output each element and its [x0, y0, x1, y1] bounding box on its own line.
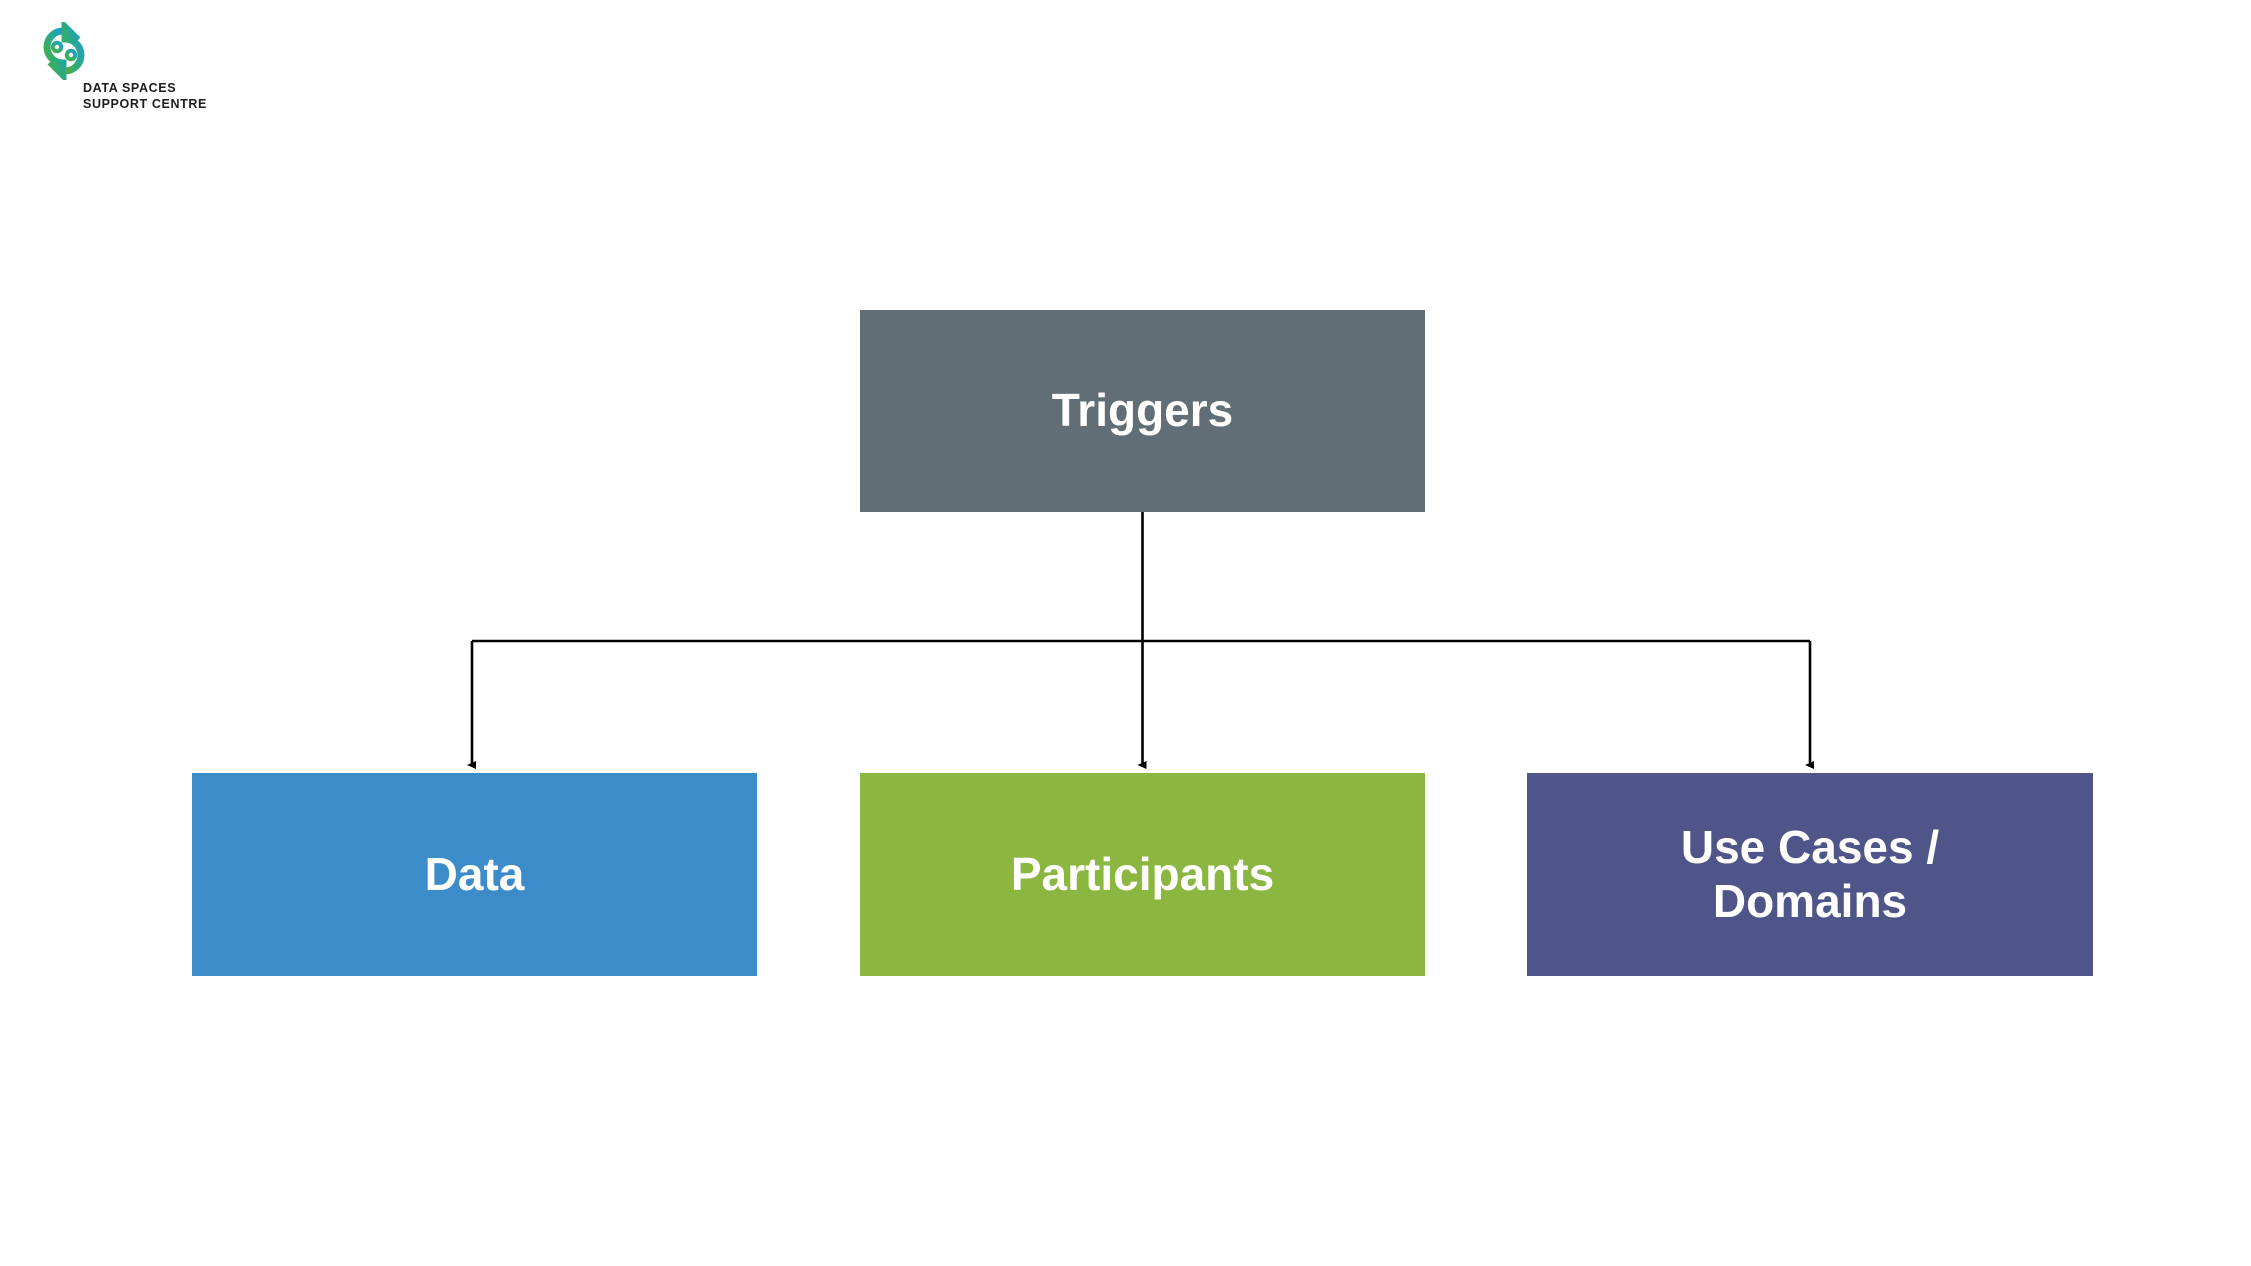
brand-name-line-2: SUPPORT CENTRE: [83, 97, 207, 111]
node-participants-label: Participants: [1010, 847, 1275, 900]
node-participants[interactable]: Participants: [860, 773, 1425, 976]
node-triggers[interactable]: Triggers: [860, 310, 1425, 512]
node-use-cases-domains[interactable]: Use Cases / Domains: [1527, 773, 2093, 976]
brand-name: DATA SPACES SUPPORT CENTRE: [83, 80, 207, 112]
brand-name-line-1: DATA SPACES: [83, 81, 177, 95]
data-spaces-support-centre-logo-icon: [43, 22, 85, 80]
node-triggers-label: Triggers: [1051, 384, 1234, 437]
node-data[interactable]: Data: [192, 773, 757, 976]
node-use-cases-domains-label: Use Cases / Domains: [1680, 821, 1940, 927]
node-data-label: Data: [424, 847, 525, 900]
brand-logo: DATA SPACES SUPPORT CENTRE: [33, 22, 263, 118]
